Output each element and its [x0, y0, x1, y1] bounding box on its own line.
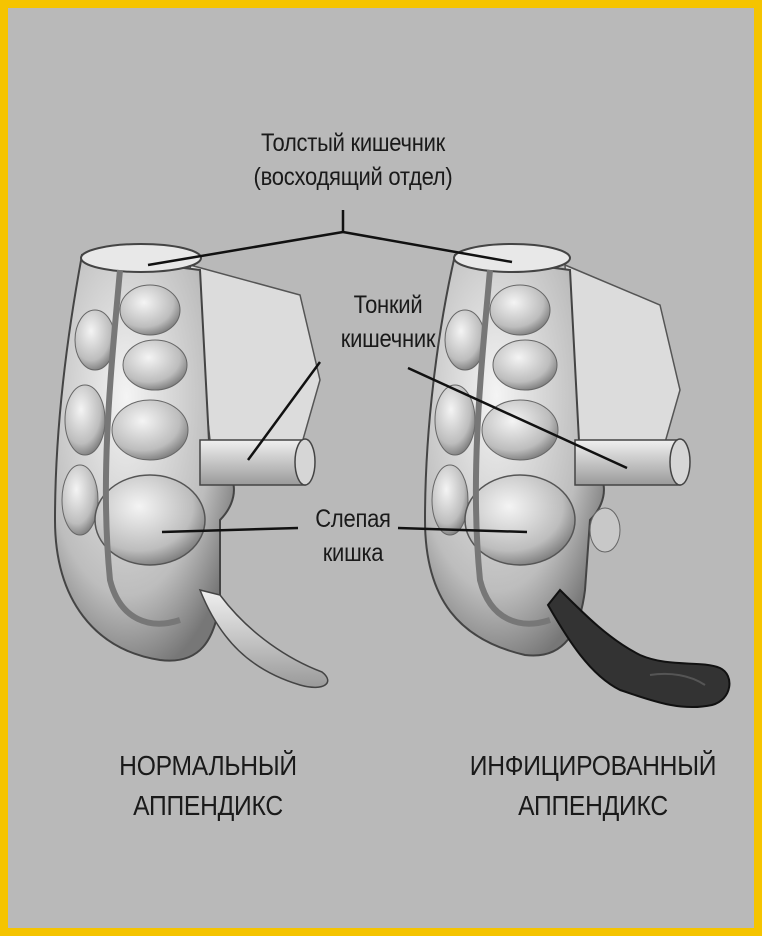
- normal-appendix-caption: НОРМАЛЬНЫЙ АППЕНДИКС: [94, 746, 323, 826]
- infected-appendix-caption: ИНФИЦИРОВАННЫЙ АППЕНДИКС: [457, 746, 730, 826]
- large-intestine-label: Толстый кишечник (восходящий отдел): [217, 126, 490, 194]
- infected-caption-line1: ИНФИЦИРОВАННЫЙ: [457, 746, 730, 786]
- small-intestine-label-line1: Тонкий: [318, 288, 459, 322]
- cecum-label-line2: кишка: [291, 536, 414, 570]
- normal-caption-line1: НОРМАЛЬНЫЙ: [94, 746, 323, 786]
- infected-intestine-illustration: [425, 244, 729, 707]
- large-intestine-label-line2: (восходящий отдел): [217, 160, 490, 194]
- small-intestine-label: Тонкий кишечник: [318, 288, 459, 356]
- infected-caption-line2: АППЕНДИКС: [457, 786, 730, 826]
- cecum-label-line1: Слепая: [291, 502, 414, 536]
- normal-intestine-illustration: [55, 244, 328, 687]
- normal-caption-line2: АППЕНДИКС: [94, 786, 323, 826]
- large-intestine-label-line1: Толстый кишечник: [217, 126, 490, 160]
- cecum-label: Слепая кишка: [291, 502, 414, 570]
- small-intestine-label-line2: кишечник: [318, 322, 459, 356]
